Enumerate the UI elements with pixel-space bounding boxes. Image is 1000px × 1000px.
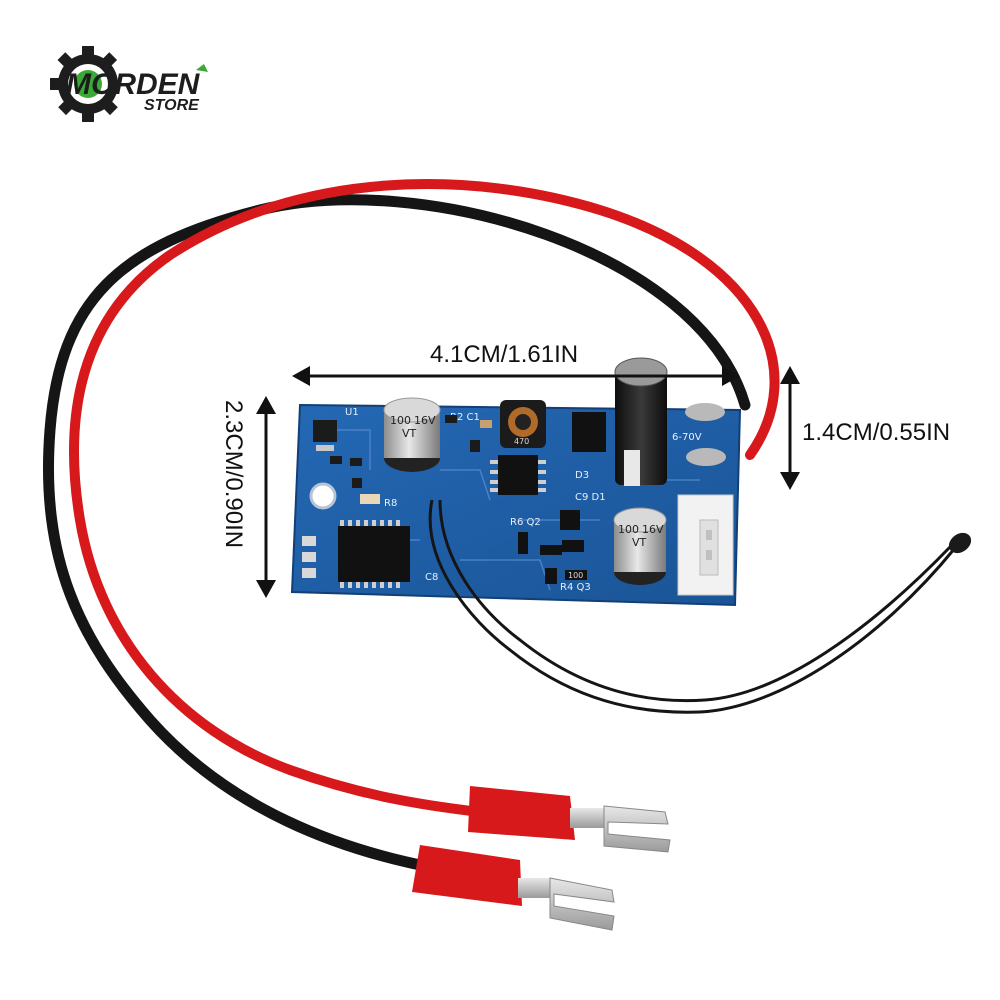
inductor: 470: [500, 400, 546, 448]
silk-r6: R6 Q2: [510, 517, 541, 528]
double-arrow-icon: [256, 580, 276, 598]
terminal-red-upper: [468, 786, 671, 853]
pad-red: [686, 448, 726, 466]
double-arrow-icon: [780, 366, 800, 384]
capacitor-large: 100 16V VT: [383, 397, 441, 472]
power-wires: [42, 179, 780, 874]
pad-black: [685, 403, 725, 421]
pcb-board: U1 R2 C1 D3 C9 D1 R6 Q2 R4 Q3 C8 R8 100 …: [290, 357, 742, 607]
double-arrow-icon: [722, 366, 740, 386]
thickness-label: 1.4CM/0.55IN: [802, 419, 950, 446]
capacitor-small: 100 16V VT: [613, 507, 667, 585]
thermistor-bead: [948, 532, 972, 554]
fan-connector: [677, 494, 734, 596]
thermistor-probe: [428, 499, 972, 714]
height-label: 2.3CM/0.90IN: [220, 400, 247, 548]
terminal-red-lower: [412, 845, 615, 931]
dimension-thickness: 1.4CM/0.55IN: [780, 366, 950, 490]
logo-brand: MORDEN: [66, 68, 201, 101]
double-arrow-icon: [256, 396, 276, 414]
red-wire: [69, 179, 780, 817]
dimension-width: 4.1CM/1.61IN: [292, 341, 740, 386]
silk-u1: U1: [345, 407, 359, 418]
logo-sub: STORE: [144, 97, 200, 114]
silk-c8: C8: [425, 572, 438, 583]
cap-small-value: 100: [618, 523, 639, 536]
ic-driver: [338, 520, 410, 588]
diode-d3: [572, 412, 606, 452]
cap-large-value: 100: [390, 414, 411, 427]
ic-u2: [490, 455, 546, 495]
black-wire: [42, 194, 751, 874]
pin-pads: [302, 536, 316, 578]
silk-voltage-range: 6-70V: [672, 432, 702, 443]
cap-small-voltage: 16V: [642, 523, 664, 536]
inductor-value: 470: [514, 437, 529, 446]
silk-r8: R8: [384, 498, 397, 509]
double-arrow-icon: [780, 472, 800, 490]
dimension-height: 2.3CM/0.90IN: [220, 396, 276, 598]
cap-large-series: VT: [402, 427, 417, 440]
double-arrow-icon: [292, 366, 310, 386]
resistor-100: 100: [568, 571, 583, 580]
silk-c9: C9 D1: [575, 492, 606, 503]
regulator-chip: [313, 420, 337, 442]
capacitor-electrolytic: [614, 357, 668, 486]
width-label: 4.1CM/1.61IN: [430, 341, 578, 368]
silk-r2: R2 C1: [450, 412, 480, 423]
cap-large-voltage: 16V: [414, 414, 436, 427]
logo: MORDEN STORE: [50, 46, 208, 122]
logo-arrow-icon: [196, 64, 208, 72]
cap-small-series: VT: [632, 536, 647, 549]
silk-d3: D3: [575, 470, 589, 481]
resistor-r8: [360, 494, 380, 504]
silk-r4: R4 Q3: [560, 582, 591, 593]
mounting-hole: [309, 482, 337, 510]
gear-icon: [50, 46, 118, 122]
